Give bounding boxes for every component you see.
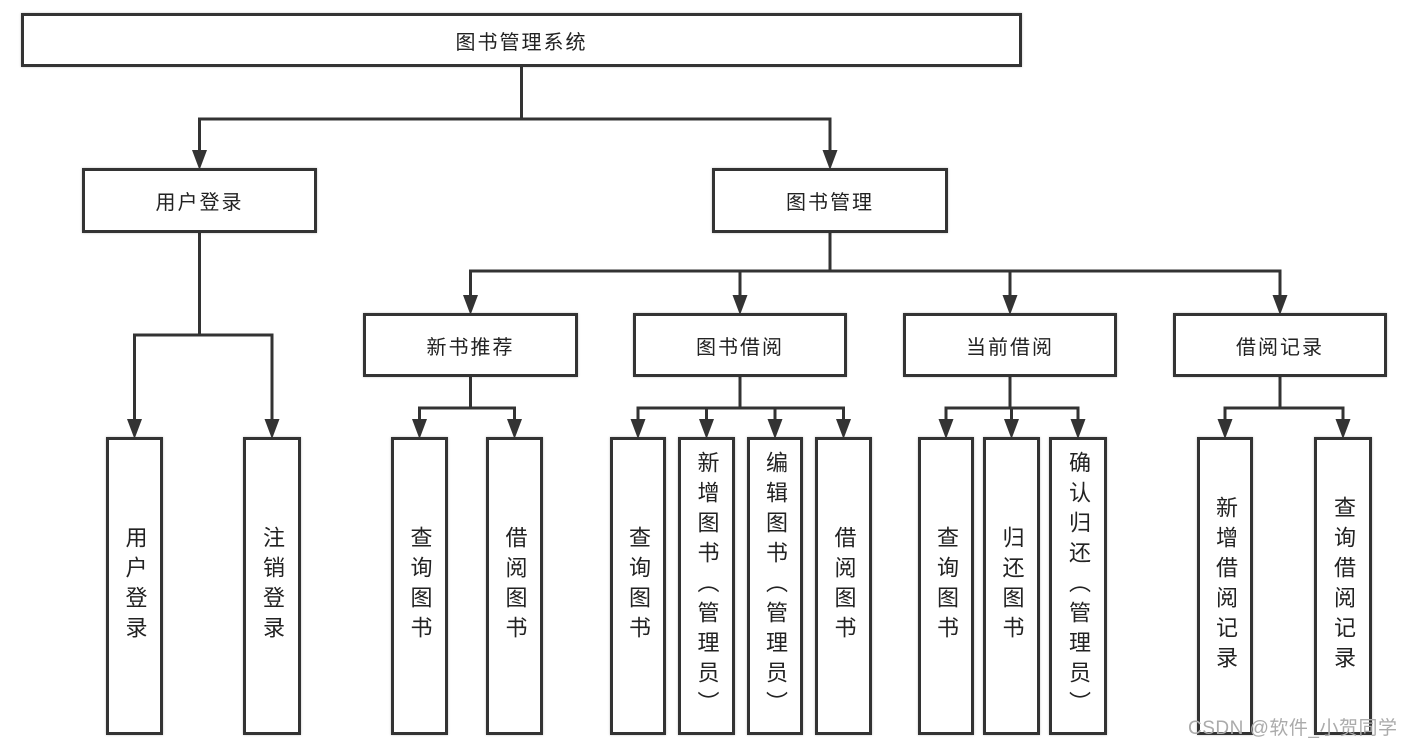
node-leaf-query-borrow-record: 查询借阅记录 — [1314, 437, 1372, 735]
arrowhead-icon — [192, 150, 207, 170]
arrowhead-icon — [699, 419, 714, 439]
node-label-leaf-query-book-3: 查询图书 — [934, 526, 959, 646]
node-current-borrow: 当前借阅 — [903, 313, 1117, 377]
node-label-new-book-recommend: 新书推荐 — [426, 336, 515, 359]
node-label-current-borrow: 当前借阅 — [966, 336, 1054, 359]
node-leaf-query-book-2: 查询图书 — [610, 437, 666, 735]
node-label-borrow-records: 借阅记录 — [1236, 336, 1324, 359]
arrowhead-icon — [1004, 419, 1019, 439]
node-label-leaf-logout: 注销登录 — [260, 526, 285, 646]
node-label-leaf-query-borrow-record: 查询借阅记录 — [1331, 496, 1356, 676]
node-leaf-add-book-admin: 新增图书（管理员） — [678, 437, 735, 735]
node-leaf-query-book-3: 查询图书 — [918, 437, 974, 735]
node-leaf-borrow-book-2: 借阅图书 — [815, 437, 872, 735]
arrowhead-icon — [732, 295, 748, 315]
node-label-book-borrow: 图书借阅 — [696, 336, 784, 359]
node-leaf-return-book: 归还图书 — [983, 437, 1040, 735]
node-label-leaf-add-borrow-record: 新增借阅记录 — [1213, 496, 1238, 676]
node-book-borrow: 图书借阅 — [633, 313, 847, 377]
node-label-leaf-edit-book-admin: 编辑图书（管理员） — [763, 451, 788, 721]
node-label-leaf-query-book-2: 查询图书 — [626, 526, 651, 646]
node-label-leaf-confirm-return: 确认归还（管理员） — [1066, 451, 1091, 721]
node-leaf-borrow-book-1: 借阅图书 — [486, 437, 543, 735]
node-borrow-records: 借阅记录 — [1173, 313, 1387, 377]
arrowhead-icon — [264, 419, 280, 439]
node-label-leaf-borrow-book-1: 借阅图书 — [502, 526, 528, 646]
node-label-book-management: 图书管理 — [786, 192, 874, 214]
node-root: 图书管理系统 — [21, 13, 1022, 67]
node-user-login: 用户登录 — [82, 168, 317, 233]
node-label-leaf-user-login: 用户登录 — [122, 526, 148, 646]
node-leaf-edit-book-admin: 编辑图书（管理员） — [747, 437, 803, 735]
node-leaf-user-login: 用户登录 — [106, 437, 163, 735]
arrowhead-icon — [1272, 295, 1288, 315]
arrowhead-icon — [938, 419, 954, 439]
node-leaf-query-book-1: 查询图书 — [391, 437, 448, 735]
node-label-user-login: 用户登录 — [155, 192, 244, 214]
node-label-leaf-return-book: 归还图书 — [999, 526, 1025, 646]
node-label-leaf-add-book-admin: 新增图书（管理员） — [694, 451, 720, 721]
node-leaf-confirm-return: 确认归还（管理员） — [1049, 437, 1107, 735]
arrowhead-icon — [463, 295, 478, 315]
node-book-management: 图书管理 — [712, 168, 948, 233]
arrowhead-icon — [1070, 419, 1086, 439]
arrowhead-icon — [822, 150, 838, 170]
arrowhead-icon — [767, 419, 783, 439]
arrowhead-icon — [412, 419, 427, 439]
arrowhead-icon — [836, 419, 851, 439]
arrowhead-icon — [630, 419, 646, 439]
node-new-book-recommend: 新书推荐 — [363, 313, 578, 377]
node-leaf-add-borrow-record: 新增借阅记录 — [1197, 437, 1253, 735]
arrowhead-icon — [1217, 419, 1233, 439]
arrowhead-icon — [1002, 295, 1018, 315]
node-label-root: 图书管理系统 — [455, 31, 588, 54]
arrowhead-icon — [507, 419, 522, 439]
node-leaf-logout: 注销登录 — [243, 437, 301, 735]
node-label-leaf-borrow-book-2: 借阅图书 — [831, 526, 857, 646]
arrowhead-icon — [127, 419, 142, 439]
node-label-leaf-query-book-1: 查询图书 — [407, 526, 433, 646]
watermark: CSDN @软件_小贺同学 — [1188, 718, 1398, 739]
arrowhead-icon — [1335, 419, 1351, 439]
